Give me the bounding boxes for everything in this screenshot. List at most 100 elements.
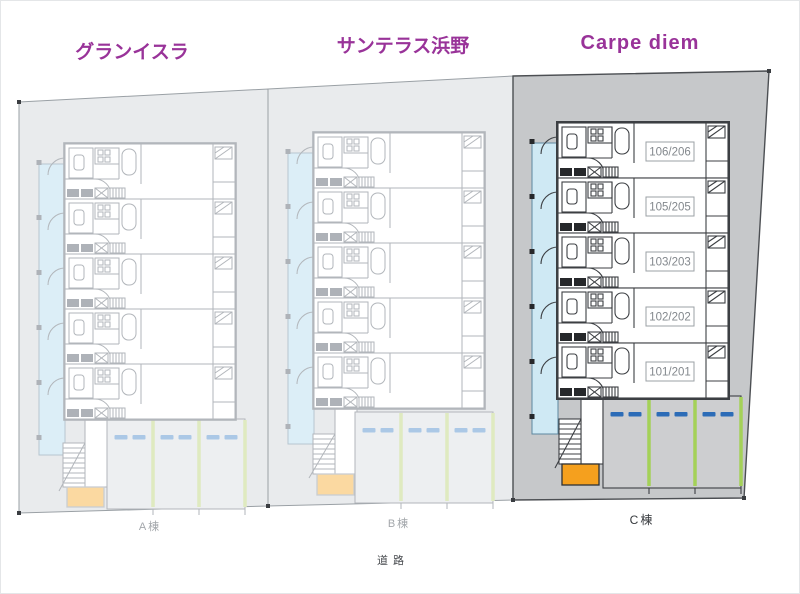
- unit-row: 106/206: [540, 122, 729, 179]
- washer-box: [343, 396, 358, 408]
- stair-shaft-c: [580, 397, 604, 465]
- balcony-tick: [529, 304, 535, 309]
- building-a-name-title: グランイスラ: [75, 42, 189, 63]
- stair-hatch: [109, 352, 126, 364]
- window: [463, 190, 482, 204]
- window: [707, 180, 726, 194]
- toilet: [566, 133, 578, 150]
- balcony-tick: [529, 359, 535, 364]
- unit-row: [47, 143, 236, 200]
- toilet: [322, 308, 334, 325]
- balcony-tick: [529, 249, 535, 254]
- balcony-door-arc: [540, 136, 559, 155]
- toilet: [73, 374, 85, 391]
- balcony-tick: [285, 424, 291, 429]
- washer-box: [343, 231, 358, 243]
- window: [214, 146, 233, 160]
- entrance-c: [561, 463, 600, 486]
- parking-space-dash: [362, 428, 376, 433]
- unit-row: [296, 352, 485, 409]
- balcony-door-arc: [47, 377, 66, 396]
- balcony-tick: [36, 270, 42, 275]
- toilet: [73, 264, 85, 281]
- stair-hatch: [109, 242, 126, 254]
- building-c-name-title: Carpe diem: [580, 32, 700, 54]
- balcony-tick: [36, 435, 42, 440]
- unit-row: [47, 253, 236, 310]
- parking-space-dash: [426, 428, 440, 433]
- toilet: [566, 298, 578, 315]
- parking-space-dash: [380, 428, 394, 433]
- unit-row: [296, 242, 485, 299]
- building-b-plan: [285, 131, 495, 509]
- unit-row: [296, 297, 485, 354]
- balcony-door-arc: [47, 212, 66, 231]
- bathtub: [614, 347, 630, 375]
- toilet: [73, 209, 85, 226]
- window: [214, 201, 233, 215]
- washer-box: [587, 276, 602, 288]
- stair-hatch: [602, 276, 619, 288]
- washer-box: [587, 166, 602, 178]
- washer-box: [94, 187, 109, 199]
- balcony-tick: [285, 314, 291, 319]
- balcony-a: [38, 163, 66, 456]
- bathtub: [370, 137, 386, 165]
- balcony-door-arc: [47, 322, 66, 341]
- toilet: [566, 243, 578, 260]
- toilet: [322, 363, 334, 380]
- room-label: 103/203: [649, 257, 691, 269]
- balcony-tick: [36, 380, 42, 385]
- bathroom: [561, 181, 587, 213]
- stair-shaft-a: [84, 418, 108, 488]
- balcony-tick: [36, 215, 42, 220]
- parking-space-dash: [656, 412, 670, 417]
- bathroom: [68, 147, 94, 179]
- building-a-outline: [63, 142, 237, 421]
- balcony-c: [531, 142, 559, 435]
- entrance-b: [316, 473, 355, 496]
- washer-box: [343, 341, 358, 353]
- wing-label-a: A棟: [138, 521, 162, 533]
- bathroom: [317, 356, 343, 388]
- building-b-outline: [312, 131, 486, 410]
- parking-space-dash: [114, 435, 128, 440]
- bathtub: [121, 368, 137, 396]
- bathtub: [121, 148, 137, 176]
- toilet: [322, 143, 334, 160]
- bathtub: [614, 182, 630, 210]
- balcony-tick: [529, 414, 535, 419]
- bathtub: [370, 357, 386, 385]
- toilet: [73, 154, 85, 171]
- washer-box: [587, 221, 602, 233]
- balcony-door-arc: [540, 301, 559, 320]
- boundary-marker-dot: [511, 498, 515, 502]
- window: [463, 300, 482, 314]
- building-a-plan: [36, 142, 247, 515]
- boundary-marker-dot: [17, 511, 21, 515]
- balcony-door-arc: [47, 157, 66, 176]
- balcony-door-arc: [296, 146, 315, 165]
- bathtub: [614, 292, 630, 320]
- staircase-c: [554, 418, 582, 469]
- toilet: [322, 198, 334, 215]
- unit-row: [296, 187, 485, 244]
- room-label-box: [645, 361, 695, 382]
- unit-row: 102/202: [540, 287, 729, 344]
- stair-hatch: [602, 386, 619, 398]
- balcony-door-arc: [296, 256, 315, 275]
- window: [707, 345, 726, 359]
- toilet: [566, 188, 578, 205]
- washer-box: [587, 331, 602, 343]
- stair-hatch: [602, 166, 619, 178]
- wing-label-c: C棟: [629, 513, 655, 527]
- building-b-name-title: サンテラス浜野: [336, 36, 470, 57]
- washer-box: [94, 242, 109, 254]
- stair-hatch: [358, 341, 375, 353]
- parking-area-a: [106, 418, 247, 515]
- parking-space-dash: [610, 412, 624, 417]
- window: [707, 125, 726, 139]
